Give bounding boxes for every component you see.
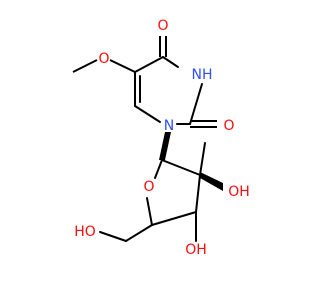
bond-c2prime-methyl (199, 142, 206, 176)
bond-c2prime-c3prime (195, 174, 201, 213)
label-o-methoxy: O (98, 51, 109, 67)
furanose-ring (99, 142, 206, 242)
label-o-carbonyl-top: O (157, 18, 168, 34)
methoxy-group (72, 59, 136, 73)
molecule-canvas: O NH O N O O OH OH HO (72, 18, 250, 258)
pyrimidine-ring (134, 56, 203, 125)
bond-c3prime-c4prime (151, 211, 197, 226)
structure-drawing: O NH O N O O OH OH HO (72, 18, 250, 258)
carbonyl-c2 (190, 120, 217, 128)
bond-c5prime-o5prime (99, 231, 127, 242)
bond-c1prime-o4prime (154, 159, 163, 179)
bond-c4-c5 (134, 56, 164, 73)
bond-o-methyl (72, 59, 98, 73)
label-o-ring: O (143, 179, 154, 195)
label-ho-5prime: HO (74, 224, 96, 240)
bond-c4-n3 (162, 56, 179, 68)
label-oh-3prime: OH (185, 242, 207, 258)
bond-c4prime-o4prime (146, 197, 153, 226)
label-oh-2prime: OH (228, 184, 250, 200)
carbonyl-c4 (159, 36, 167, 57)
bond-c1prime-c2prime (161, 159, 201, 176)
bond-c4prime-c5prime (125, 224, 153, 242)
label-o-carbonyl-right: O (223, 118, 234, 134)
bond-c5-o-methoxy (109, 59, 136, 73)
wedge-bond-n1-c1prime (159, 132, 171, 160)
label-n1: N (164, 118, 174, 134)
label-nh: NH (192, 67, 213, 83)
wedge-bond-c2prime-oh (200, 172, 223, 191)
bond-n1-c6 (134, 105, 161, 123)
bond-n3-c2 (189, 83, 203, 125)
